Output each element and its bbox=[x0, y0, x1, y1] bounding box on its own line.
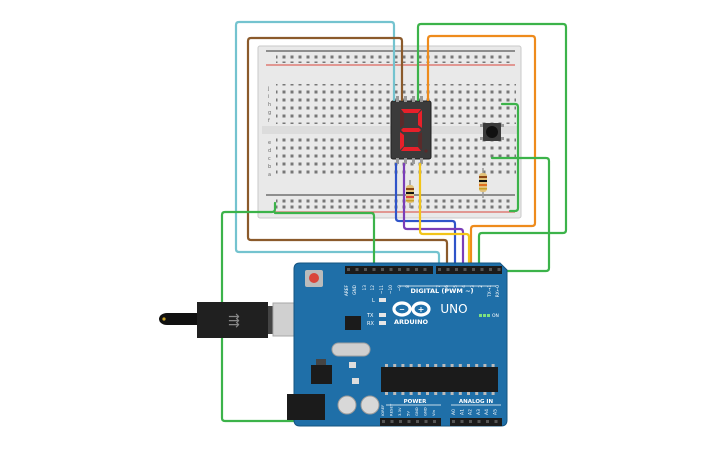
analog-header bbox=[450, 418, 502, 426]
power-pin-label: 3.3V bbox=[397, 407, 402, 416]
analog-pin-label: A4 bbox=[484, 409, 490, 415]
tx-led-label: TX bbox=[366, 313, 374, 319]
wire-purple bbox=[402, 162, 465, 272]
power-label: POWER bbox=[404, 399, 428, 405]
pin-label: ~6 bbox=[444, 285, 450, 292]
segment-c bbox=[418, 132, 422, 150]
pin-label: TX→1 bbox=[487, 285, 493, 298]
svg-text:+: + bbox=[418, 305, 425, 314]
atmega-chip bbox=[381, 367, 498, 392]
row-letter: g bbox=[268, 110, 271, 116]
row-letter: i bbox=[268, 94, 269, 100]
segment-g bbox=[401, 128, 421, 132]
power-jack bbox=[287, 394, 325, 420]
power-pin-label: Vin bbox=[431, 409, 436, 416]
pin-label: 13 bbox=[362, 285, 368, 291]
push-button bbox=[480, 123, 504, 141]
wire-green-power bbox=[273, 211, 376, 272]
power-pin-label: RESET bbox=[389, 403, 394, 416]
pin-label: ~11 bbox=[379, 285, 385, 294]
wire-brown bbox=[246, 36, 449, 272]
digital-header-right bbox=[436, 266, 502, 274]
arduino-logo-icon bbox=[392, 301, 431, 317]
wire-cyan bbox=[234, 20, 441, 272]
wire-green-pin2 bbox=[486, 156, 551, 273]
usb-icon: ⇶ bbox=[228, 313, 240, 329]
resistor-button bbox=[479, 168, 487, 198]
power-pin-label: 5V bbox=[406, 411, 411, 416]
model-label: UNO bbox=[440, 302, 467, 316]
pin-label: 12 bbox=[370, 285, 376, 291]
power-pin-label: IOREF bbox=[380, 405, 385, 416]
row-letter: a bbox=[268, 172, 271, 178]
segment-e bbox=[400, 132, 404, 150]
row-letter: c bbox=[268, 156, 271, 162]
segment-d bbox=[401, 147, 421, 151]
analog-pin-label: A0 bbox=[451, 409, 457, 415]
pin-label: GND bbox=[352, 284, 358, 295]
digital-header-left bbox=[345, 266, 433, 274]
crystal bbox=[331, 342, 371, 357]
analog-pin-label: A3 bbox=[476, 409, 482, 415]
analog-pin-label: A5 bbox=[493, 409, 499, 415]
segment-b bbox=[418, 110, 422, 128]
power-pin-label: GND bbox=[423, 407, 428, 416]
voltage-regulator bbox=[311, 365, 332, 384]
on-led-label: ON bbox=[492, 313, 499, 319]
pin-label: ~3 bbox=[470, 285, 476, 292]
segment-f bbox=[400, 110, 404, 128]
rx-led-label: RX bbox=[367, 321, 374, 327]
row-letter: f bbox=[268, 118, 270, 124]
segment-a bbox=[401, 109, 421, 113]
resistor-display bbox=[406, 180, 414, 208]
wire-yellow bbox=[418, 162, 471, 272]
pin-label: ~10 bbox=[388, 285, 394, 294]
pin-label: AREF bbox=[344, 284, 350, 296]
wire-green-top bbox=[416, 22, 568, 272]
row-letter: d bbox=[268, 148, 271, 154]
pin-label: RX←0 bbox=[495, 285, 501, 298]
analog-pin-label: A2 bbox=[468, 409, 474, 415]
row-letter: j bbox=[267, 86, 269, 92]
capacitor-right bbox=[360, 395, 380, 415]
usb-chip bbox=[345, 316, 361, 330]
wire-green-gnd bbox=[220, 201, 414, 423]
l-led-label: L bbox=[372, 298, 375, 304]
segment-dp bbox=[424, 149, 428, 153]
pin-label: ~9 bbox=[397, 285, 403, 292]
row-letter: b bbox=[268, 164, 271, 170]
seven-segment-display bbox=[390, 96, 432, 164]
pin-label: ~5 bbox=[453, 285, 459, 292]
row-letter: e bbox=[268, 140, 271, 146]
brand-label: ARDUINO bbox=[394, 318, 429, 326]
digital-label: DIGITAL (PWM ~) bbox=[411, 287, 474, 295]
row-letter: h bbox=[268, 102, 271, 108]
wire-orange bbox=[426, 34, 537, 272]
analog-pin-label: A1 bbox=[459, 409, 465, 415]
wire-blue bbox=[394, 162, 457, 272]
svg-text:−: − bbox=[399, 306, 405, 314]
capacitor-left bbox=[337, 395, 357, 415]
breadboard-center-channel bbox=[262, 126, 517, 134]
analog-label: ANALOG IN bbox=[459, 399, 494, 405]
power-pin-label: GND bbox=[414, 407, 419, 416]
